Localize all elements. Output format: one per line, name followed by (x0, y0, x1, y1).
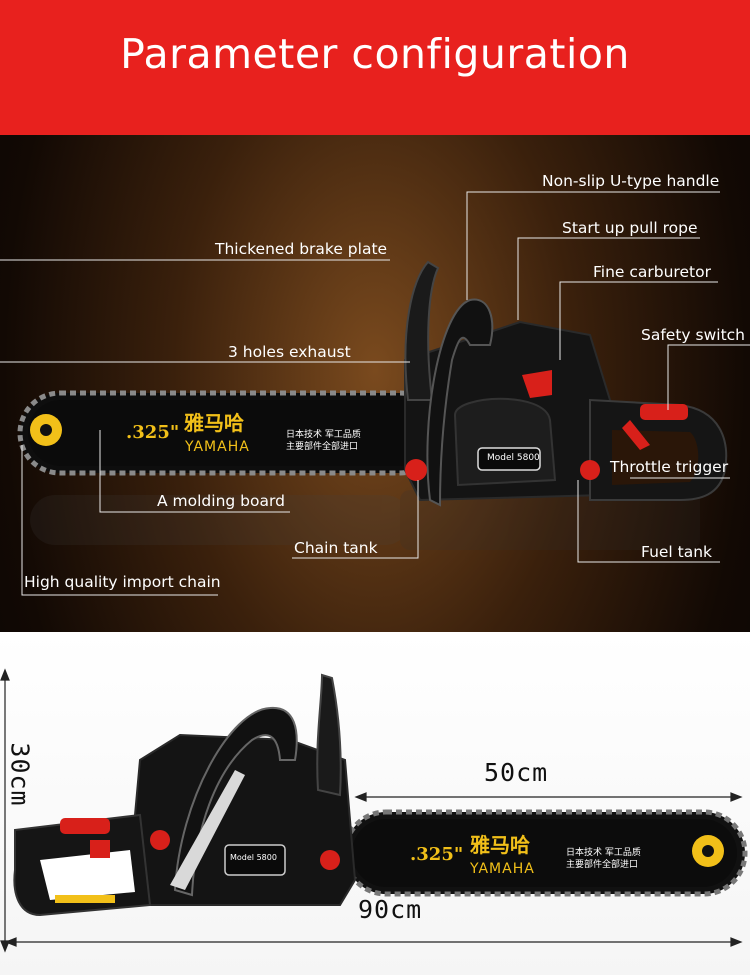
callout-pull-rope: Start up pull rope (562, 219, 698, 237)
bar-pitch-top: .325" (126, 422, 180, 443)
callout-brake-plate: Thickened brake plate (215, 240, 388, 258)
callout-chain: High quality import chain (24, 573, 221, 591)
bar-brand-cn-side: 雅马哈 (470, 833, 530, 857)
bar-info-line2-side: 主要部件全部进口 (566, 860, 639, 870)
height-dimension: 30cm (5, 742, 35, 807)
callout-molding-board: A molding board (157, 492, 285, 510)
model-plate-top: Model 5800 (487, 453, 540, 463)
callout-carburetor: Fine carburetor (593, 263, 711, 281)
callout-chain-tank: Chain tank (294, 539, 378, 557)
header-banner: Parameter configuration (0, 0, 750, 135)
bar-brand-cn-top: 雅马哈 (184, 411, 244, 435)
bar-brand-top: YAMAHA (185, 439, 250, 455)
reflection (30, 490, 700, 550)
bar-pitch-side: .325" (410, 844, 464, 865)
callout-throttle: Throttle trigger (610, 458, 729, 476)
bar-info-line1-side: 日本技术 军工品质 (566, 848, 641, 858)
model-plate-side: Model 5800 (230, 853, 277, 862)
callout-fuel-tank: Fuel tank (641, 543, 713, 561)
page-title: Parameter configuration (120, 30, 630, 78)
chainsaw-top-illustration (0, 191, 750, 596)
bar-info-line1-top: 日本技术 军工品质 (286, 430, 361, 440)
bar-info-line2-top: 主要部件全部进口 (286, 442, 359, 452)
dimension-panel (0, 632, 750, 975)
bar-brand-side: YAMAHA (470, 861, 535, 877)
callout-safety-switch: Safety switch (641, 326, 745, 344)
callout-handle: Non-slip U-type handle (542, 172, 720, 190)
engine-body (404, 260, 728, 507)
bar-length-dimension: 50cm (484, 758, 549, 787)
callout-lines (0, 191, 750, 596)
callout-exhaust: 3 holes exhaust (228, 343, 351, 361)
total-length-dimension: 90cm (358, 895, 423, 924)
